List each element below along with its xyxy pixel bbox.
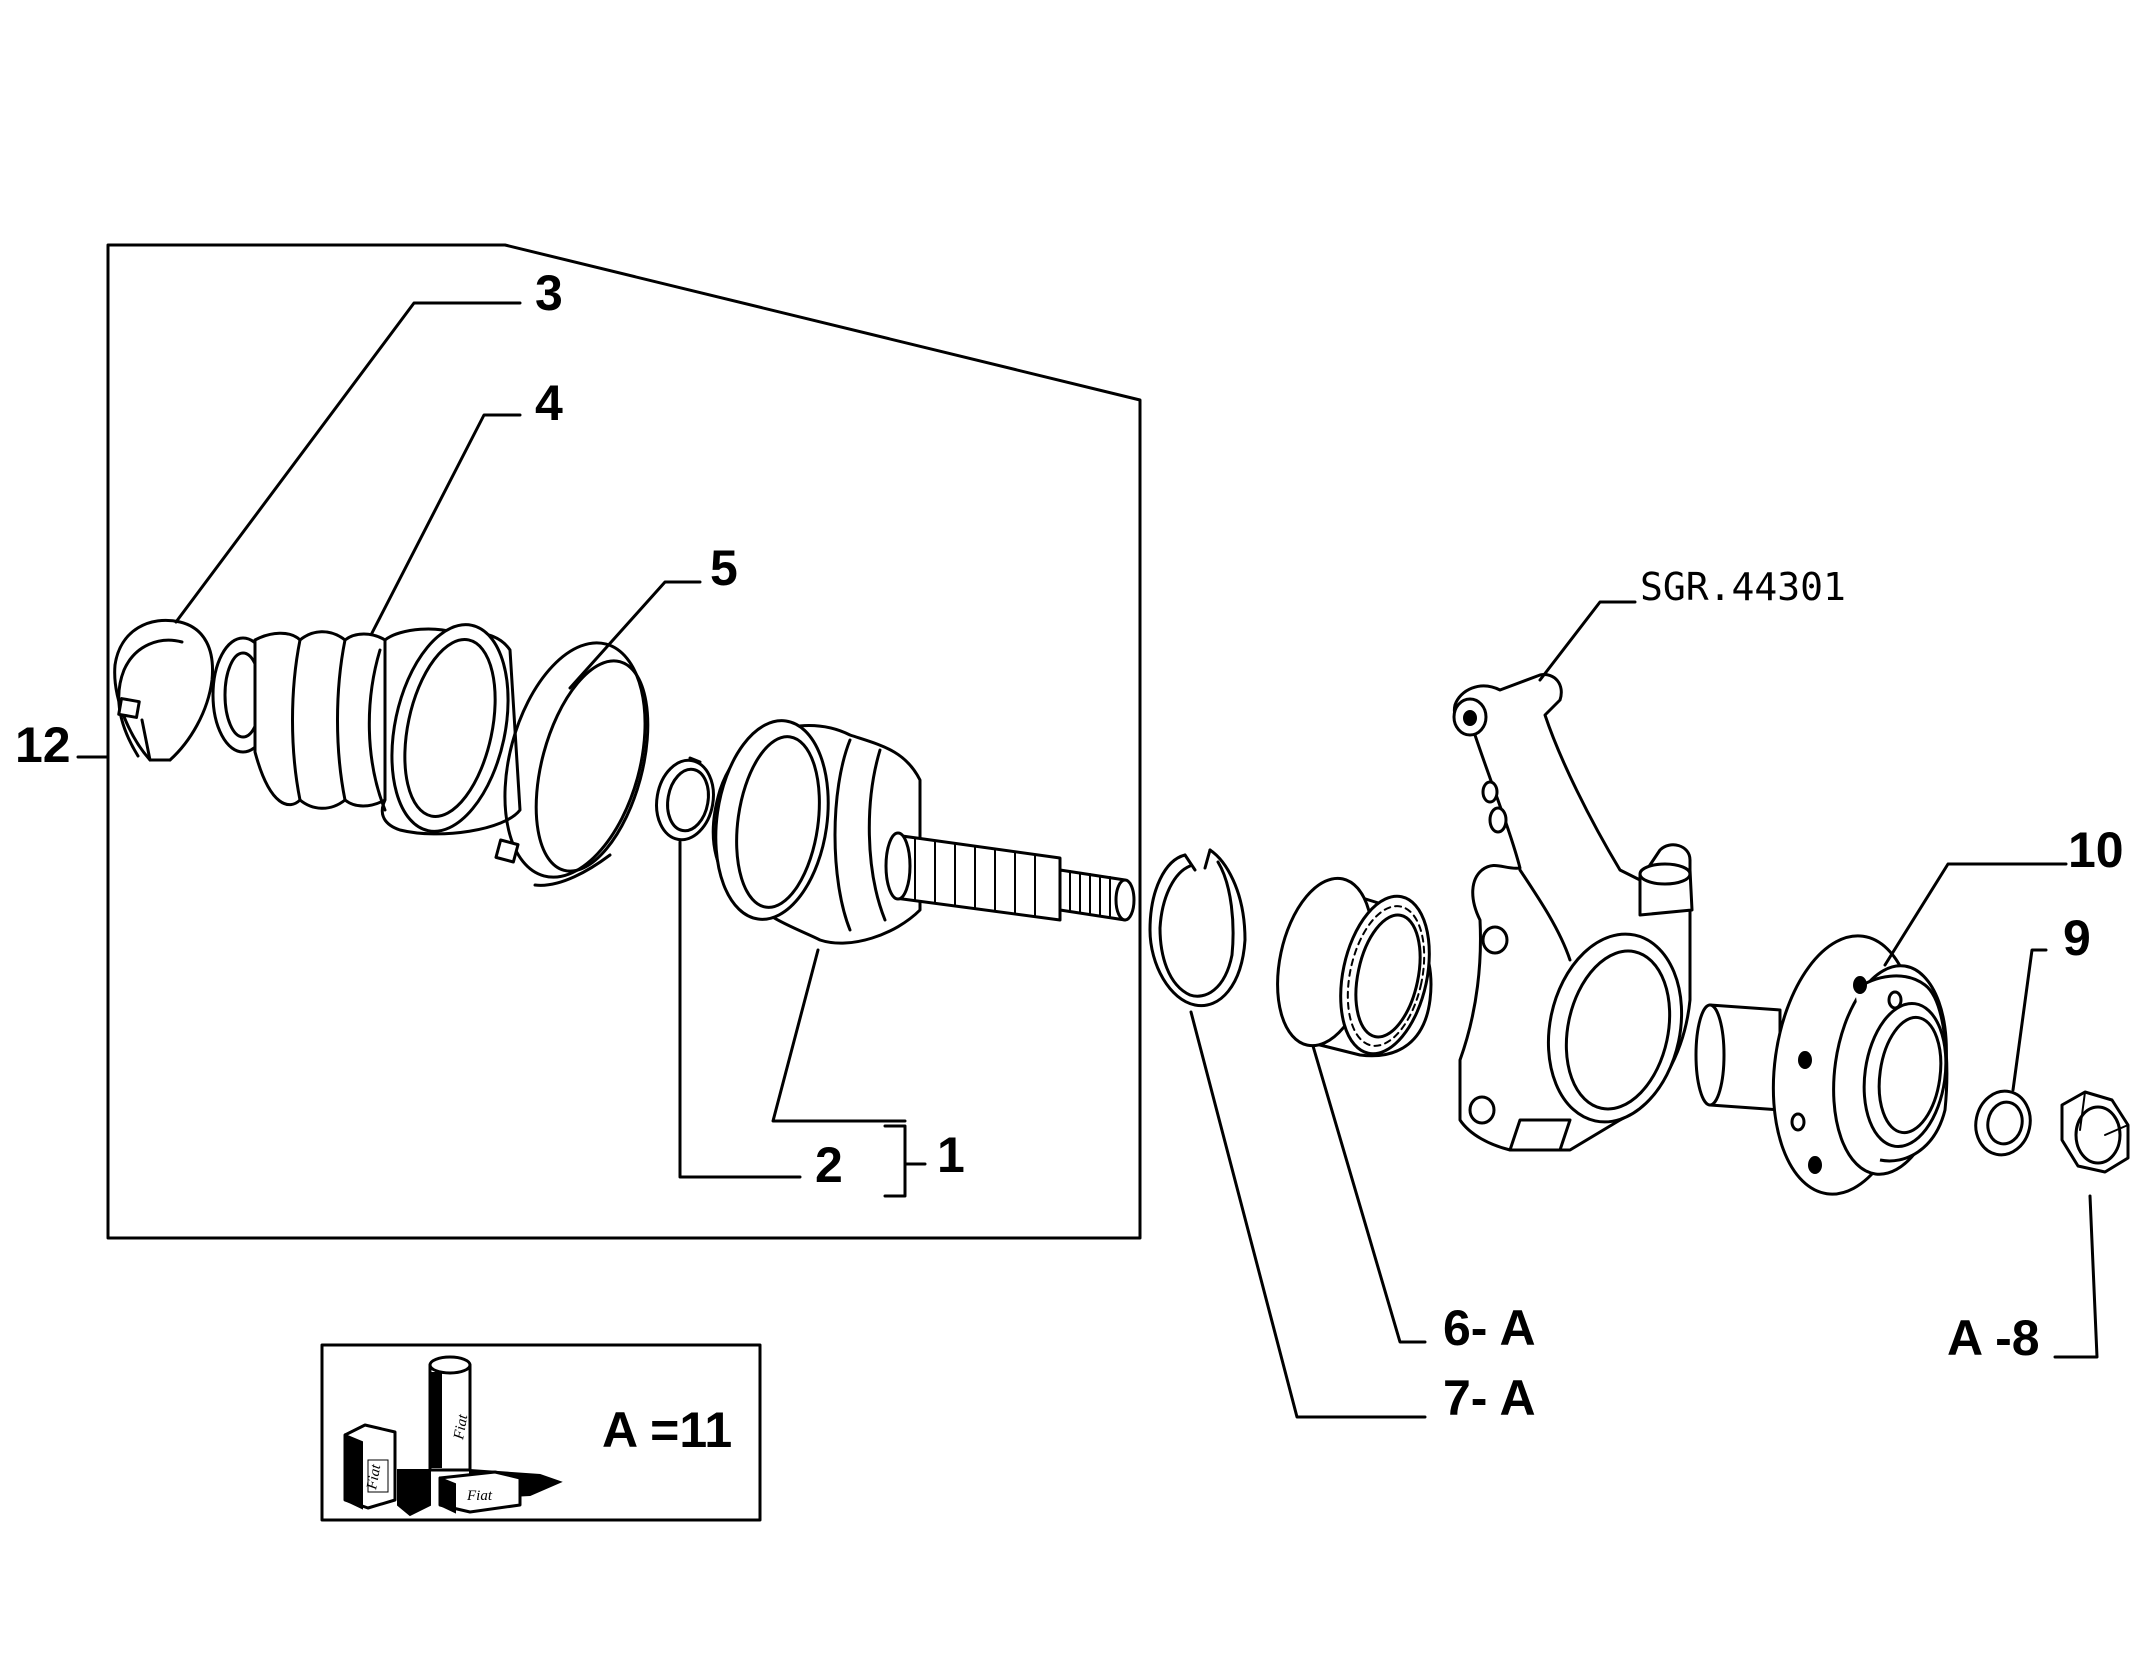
steering-knuckle [1452, 673, 1694, 1152]
label-part-10: 10 [2068, 822, 2124, 878]
legend-text: A =11 [602, 1402, 732, 1458]
legend-box: Fiat Fiat Fiat A =11 [320, 1343, 762, 1522]
grease-product-icon: Fiat Fiat Fiat [343, 1355, 563, 1517]
wheel-hub [1694, 934, 1949, 1196]
bearing-snap-ring [1148, 848, 1247, 1008]
brand-text-tube: Fiat [451, 1412, 471, 1441]
label-part-4: 4 [535, 375, 563, 431]
label-part-7: 7- A [1443, 1370, 1536, 1426]
label-part-1: 1 [937, 1127, 965, 1183]
drawing-code: SGR.44301 [1640, 565, 1846, 609]
label-part-12: 12 [15, 717, 71, 773]
cv-joint-outer [711, 719, 1136, 945]
label-part-3: 3 [535, 265, 563, 321]
brand-text-left: Fiat [364, 1462, 384, 1491]
small-boot-clamp [113, 618, 215, 762]
callout-labels: 3 4 5 12 2 1 SGR.44301 10 9 6- A 7- A A … [15, 265, 2124, 1426]
label-part-9: 9 [2063, 910, 2091, 966]
label-part-5: 5 [710, 540, 738, 596]
wheel-bearing [1276, 876, 1433, 1058]
brand-text-right: Fiat [466, 1488, 493, 1504]
label-part-8: A -8 [1947, 1310, 2040, 1366]
hub-washer [1974, 1089, 2032, 1157]
label-part-2: 2 [815, 1137, 843, 1193]
small-circlip [655, 756, 715, 842]
label-part-6: 6- A [1443, 1300, 1536, 1356]
large-boot-clamp [494, 641, 650, 887]
kit-boundary-frame [76, 243, 1142, 1240]
leader-lines [174, 301, 2099, 1419]
hub-nut [2060, 1090, 2130, 1174]
cv-boot-bellows [211, 623, 522, 836]
